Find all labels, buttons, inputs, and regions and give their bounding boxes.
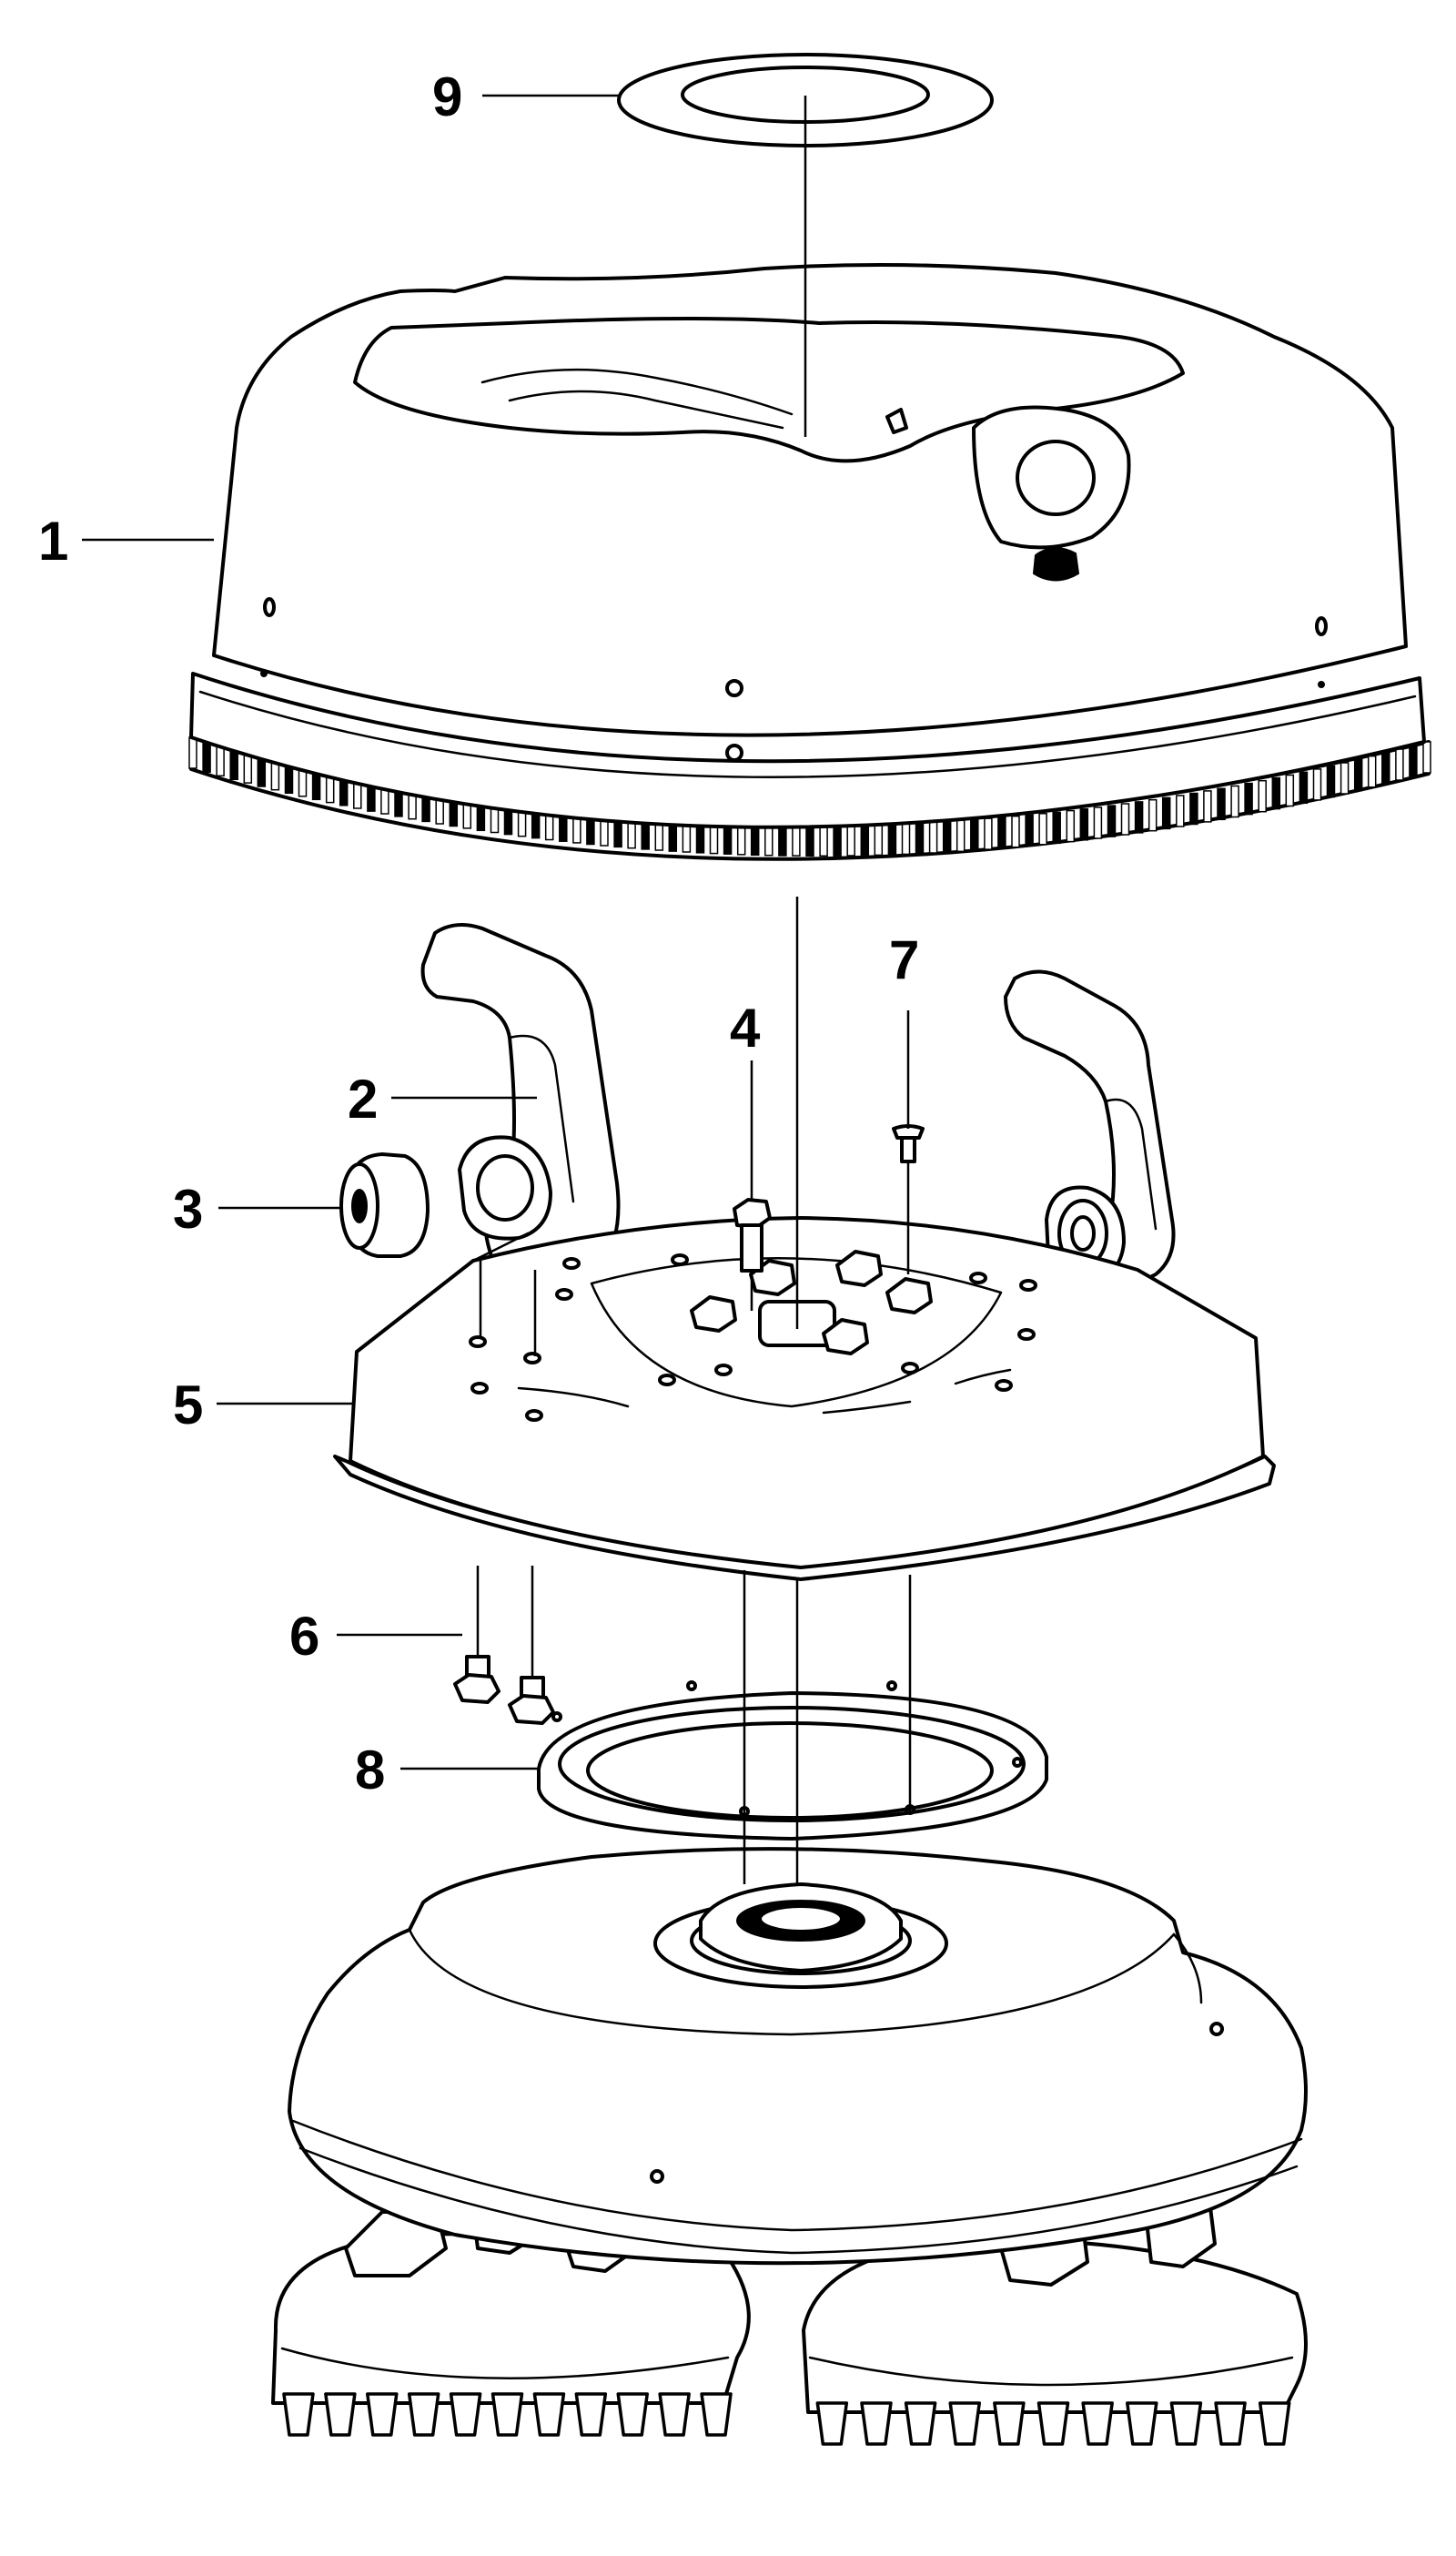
brush-tooth <box>904 2401 937 2446</box>
gear-tooth <box>915 821 925 855</box>
gear-tooth <box>778 824 787 857</box>
gear-tooth <box>833 824 842 857</box>
base-plate-part <box>333 1216 1276 1581</box>
callout-3: 3 <box>173 1179 203 1240</box>
gear-tooth <box>1244 782 1253 816</box>
gear-tooth <box>1148 798 1158 832</box>
brush-tooth <box>490 2392 524 2437</box>
gear-tooth <box>1093 806 1103 839</box>
gear-tooth <box>970 818 979 852</box>
gear-tooth <box>928 821 938 854</box>
brush-tooth <box>993 2401 1026 2446</box>
gear-tooth <box>1258 779 1267 813</box>
gear-tooth <box>1025 814 1034 847</box>
gear-tooth <box>1079 808 1089 841</box>
gear-tooth <box>942 820 952 853</box>
callout-9: 9 <box>432 66 462 127</box>
callout-5: 5 <box>173 1374 203 1435</box>
gear-tooth <box>1120 803 1130 836</box>
callout-8: 8 <box>355 1740 385 1800</box>
gear-tooth <box>1340 762 1350 795</box>
bearing-part <box>339 1152 430 1258</box>
gear-tooth <box>984 817 993 850</box>
ring-part <box>537 1680 1048 1841</box>
gear-tooth <box>792 824 801 857</box>
callout-7: 7 <box>889 929 919 990</box>
gear-tooth <box>1038 813 1047 846</box>
brush-tooth <box>1258 2401 1291 2446</box>
gear-tooth <box>1395 748 1404 781</box>
gear-tooth <box>901 822 911 856</box>
callout-6: 6 <box>289 1606 319 1667</box>
brush-tooth <box>860 2401 893 2446</box>
gear-teeth <box>188 736 1431 857</box>
brush-tooth <box>616 2392 649 2437</box>
gear-tooth <box>1285 774 1295 807</box>
gear-tooth <box>874 823 884 857</box>
gear-tooth <box>1176 795 1185 827</box>
gear-tooth <box>1299 771 1309 805</box>
brush-tooth <box>948 2401 981 2446</box>
gear-tooth <box>846 824 855 857</box>
gear-tooth <box>805 824 814 857</box>
assembly-lines <box>476 96 912 1884</box>
gear-tooth <box>1011 815 1020 848</box>
pin-part <box>892 1124 925 1163</box>
brush-tooth <box>366 2392 399 2437</box>
gear-tooth <box>1134 801 1144 834</box>
callout-4: 4 <box>730 998 761 1059</box>
gear-tooth <box>997 816 1006 849</box>
brush-tooth <box>1126 2401 1158 2446</box>
brush-tooth <box>815 2401 849 2446</box>
brush-tooth <box>574 2392 608 2437</box>
gear-tooth <box>1409 745 1418 777</box>
brush-tooth <box>282 2392 315 2437</box>
gear-tooth <box>1312 768 1322 801</box>
callout-1: 1 <box>38 511 68 572</box>
gear-tooth <box>1189 792 1198 826</box>
hub-nuts <box>690 1250 933 1355</box>
gear-tooth <box>1271 776 1281 810</box>
brush-tooth <box>1169 2401 1203 2446</box>
brush-tooth <box>449 2392 482 2437</box>
screw-part <box>453 1655 555 1725</box>
gear-tooth <box>887 823 897 856</box>
gear-tooth <box>188 736 197 769</box>
gear-tooth <box>764 823 774 857</box>
gear-tooth <box>1381 752 1390 785</box>
gear-tooth <box>1107 805 1117 837</box>
brush-tooth <box>1036 2401 1070 2446</box>
gear-tooth <box>1217 787 1226 821</box>
gear-tooth <box>1353 758 1363 792</box>
callouts: 1 2 3 4 5 6 7 8 9 <box>38 66 919 1800</box>
gear-tooth <box>860 823 870 857</box>
lower-drive-unit <box>271 1847 1308 2446</box>
gear-tooth <box>1367 755 1377 788</box>
gear-tooth <box>956 819 966 853</box>
brush-teeth-left <box>282 2392 733 2437</box>
brush-teeth-right <box>815 2401 1291 2446</box>
gear-tooth <box>1161 796 1171 830</box>
brush-tooth <box>1081 2401 1114 2446</box>
callout-2: 2 <box>348 1069 378 1130</box>
gear-tooth <box>1326 765 1336 798</box>
brush-tooth <box>407 2392 440 2437</box>
gear-tooth <box>1422 741 1431 774</box>
brush-tooth <box>658 2392 691 2437</box>
gear-tooth <box>1066 809 1076 843</box>
brush-tooth <box>532 2392 566 2437</box>
brush-tooth <box>1214 2401 1247 2446</box>
brush-tooth <box>700 2392 733 2437</box>
gear-tooth <box>1203 790 1212 823</box>
top-cover-part <box>188 263 1431 861</box>
brush-tooth <box>324 2392 357 2437</box>
gear-tooth <box>202 740 211 773</box>
callout-leaders <box>82 94 619 1770</box>
gear-tooth <box>819 824 828 857</box>
gear-tooth <box>1052 811 1061 845</box>
gear-tooth <box>1230 785 1239 818</box>
handle-part-left <box>420 923 621 1280</box>
